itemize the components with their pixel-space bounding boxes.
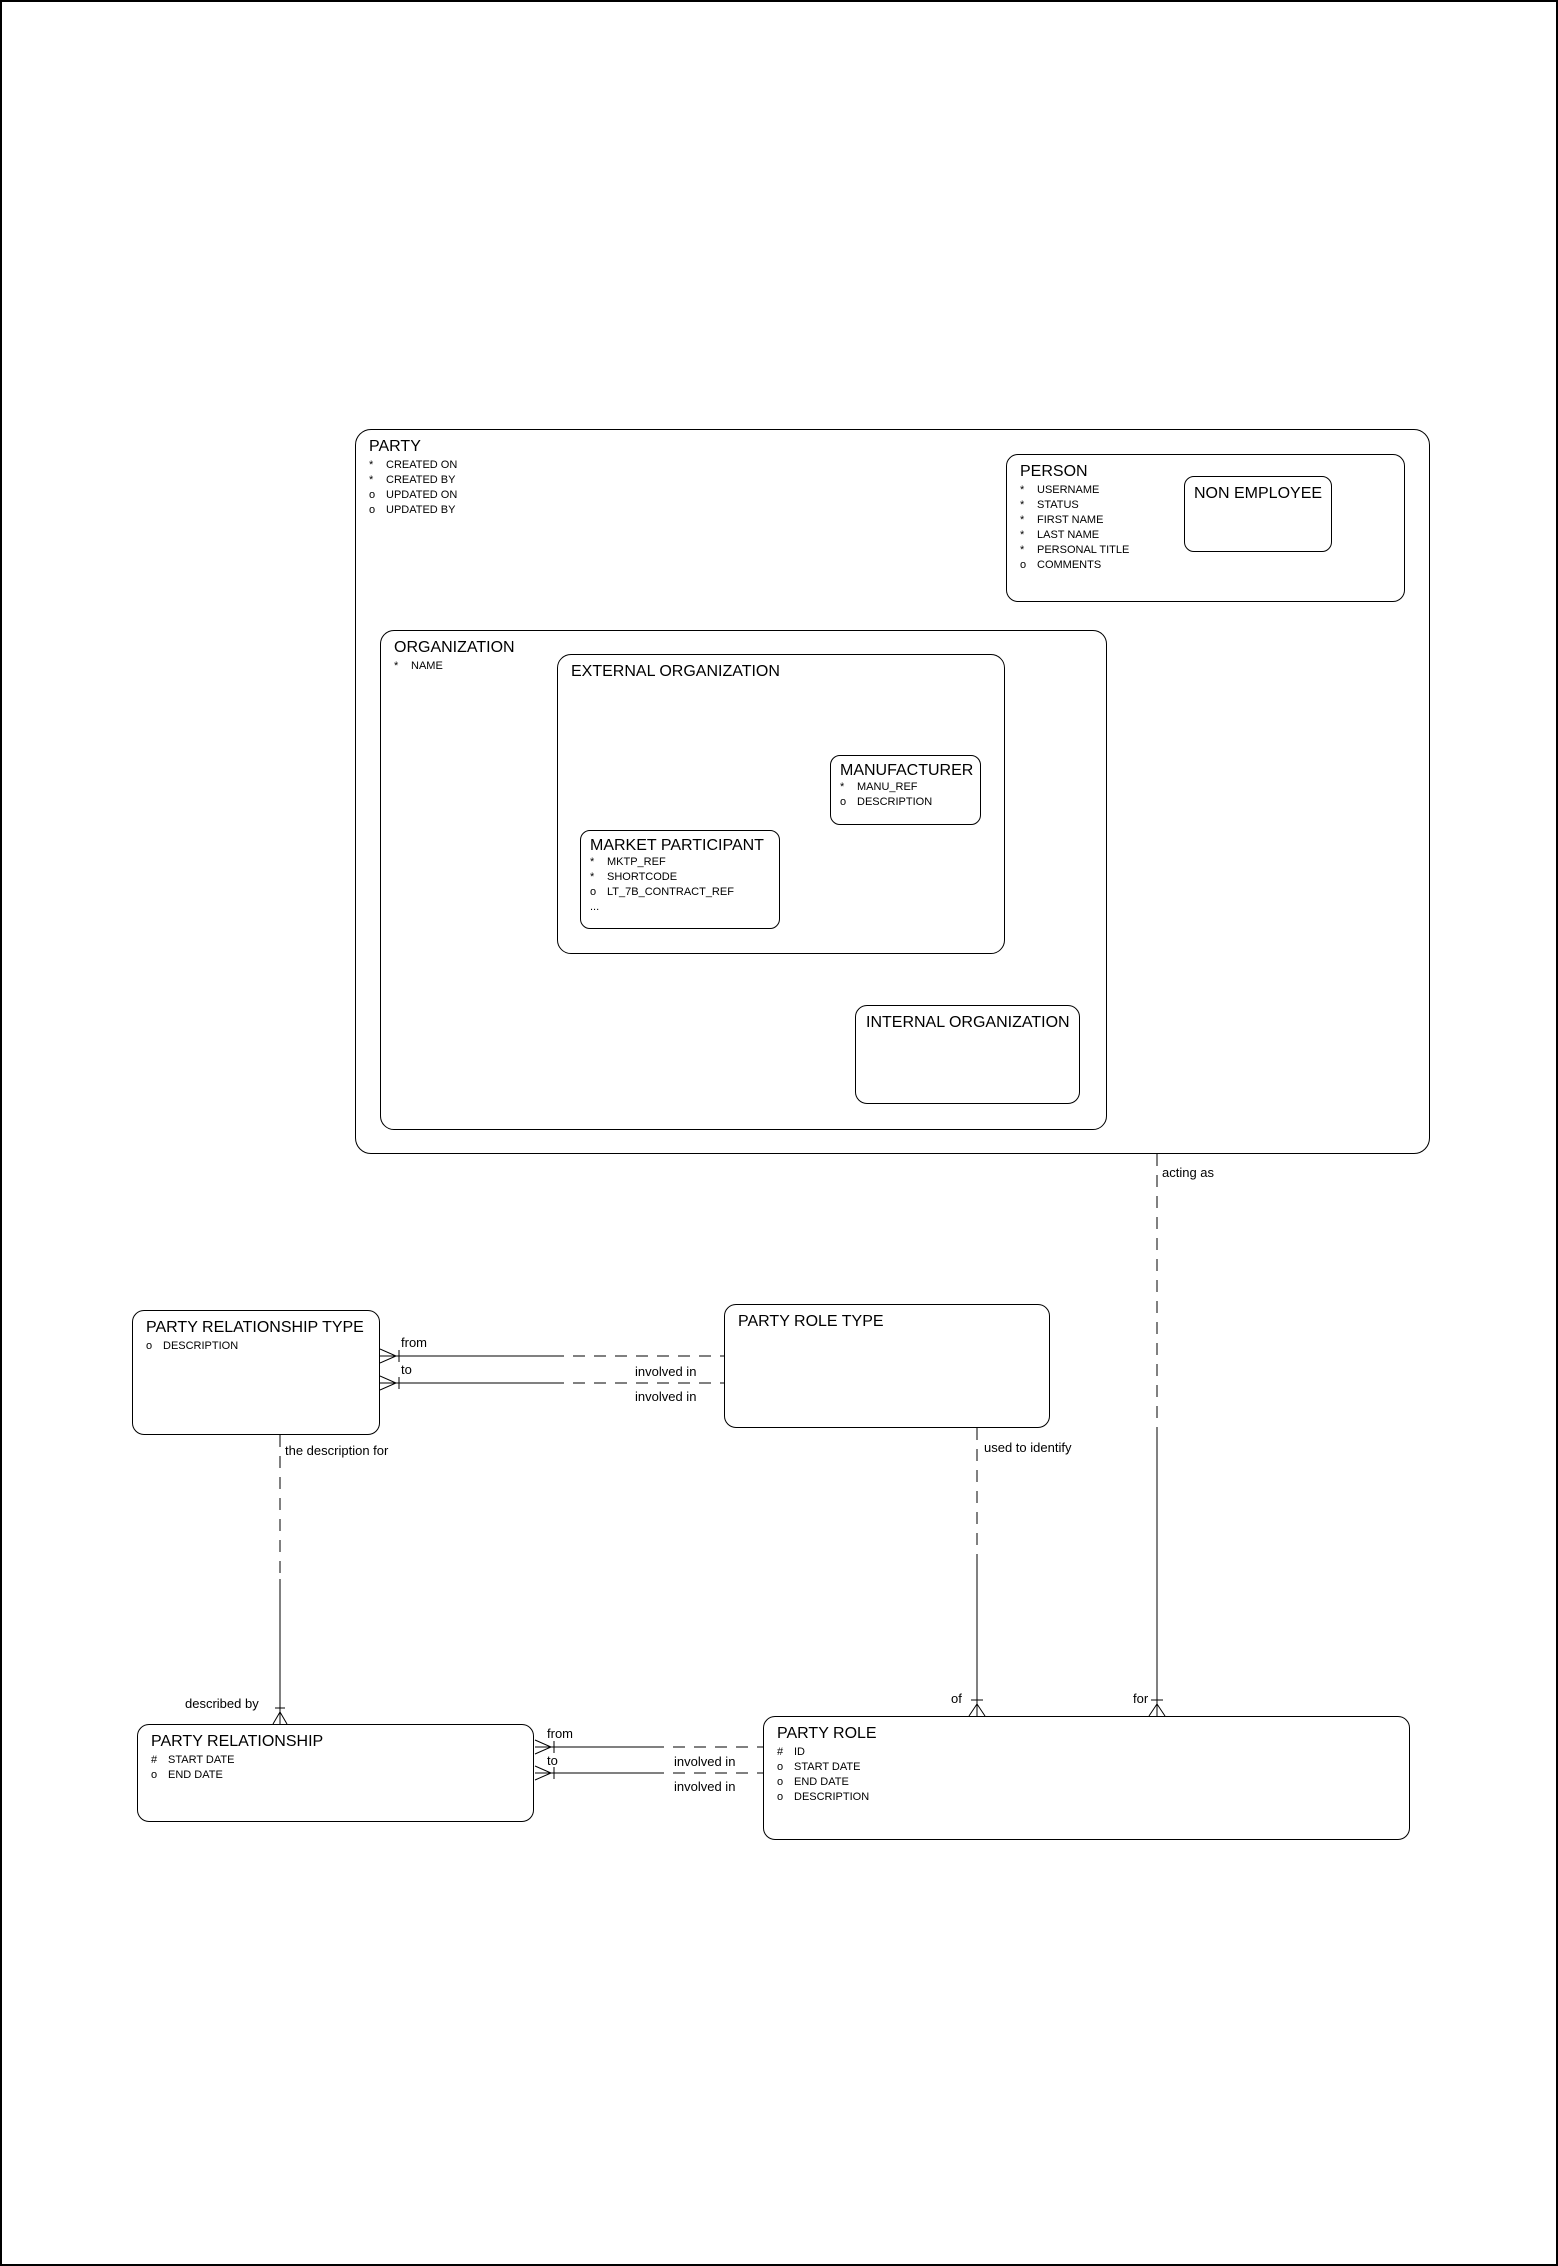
rel-line-identify bbox=[968, 1428, 986, 1717]
rel-label-to-role-pair: to bbox=[547, 1753, 558, 1768]
entity-manufacturer-title: MANUFACTURER bbox=[840, 762, 974, 779]
attribute-row: *NAME bbox=[394, 660, 443, 672]
entity-party-role-type: PARTY ROLE TYPE bbox=[724, 1304, 1050, 1428]
entity-market-participant-title: MARKET PARTICIPANT bbox=[590, 837, 764, 854]
attribute-row: *MANU_REF bbox=[840, 781, 918, 793]
rel-label-the-description-for: the description for bbox=[285, 1443, 389, 1458]
attribute-row: ... bbox=[590, 901, 600, 913]
rel-label-involved-in-a-type-pair: involved in bbox=[635, 1364, 697, 1379]
rel-label-from-type-pair: from bbox=[401, 1335, 427, 1350]
entity-party-relationship-title: PARTY RELATIONSHIP bbox=[151, 1733, 324, 1750]
rel-label-for: for bbox=[1133, 1691, 1149, 1706]
rel-line-role-from-involved-in bbox=[534, 1739, 763, 1755]
attribute-row: #ID bbox=[777, 1746, 805, 1758]
entity-external-organization-title: EXTERNAL ORGANIZATION bbox=[571, 663, 780, 680]
attribute-row: *MKTP_REF bbox=[590, 856, 666, 868]
rel-label-involved-in-a-role-pair: involved in bbox=[674, 1754, 736, 1769]
entity-non-employee: NON EMPLOYEE bbox=[1184, 476, 1332, 552]
rel-line-type-from-involved-in bbox=[379, 1348, 724, 1364]
entity-party-role-title: PARTY ROLE bbox=[777, 1725, 877, 1742]
entity-party-role-type-title: PARTY ROLE TYPE bbox=[738, 1313, 884, 1330]
rel-label-involved-in-b-role-pair: involved in bbox=[674, 1779, 736, 1794]
entity-person-title: PERSON bbox=[1020, 463, 1088, 480]
attribute-row: *CREATED BY bbox=[369, 474, 456, 486]
rel-line-acting-as bbox=[1148, 1154, 1166, 1717]
attribute-row: *PERSONAL TITLE bbox=[1020, 544, 1130, 556]
rel-label-described-by: described by bbox=[185, 1696, 259, 1711]
rel-label-involved-in-b-type-pair: involved in bbox=[635, 1389, 697, 1404]
entity-party-relationship-type-title: PARTY RELATIONSHIP TYPE bbox=[146, 1319, 364, 1336]
attribute-row: *CREATED ON bbox=[369, 459, 458, 471]
rel-line-description bbox=[272, 1435, 288, 1725]
rel-label-of: of bbox=[951, 1691, 962, 1706]
attribute-row: *FIRST NAME bbox=[1020, 514, 1104, 526]
attribute-row: *USERNAME bbox=[1020, 484, 1100, 496]
attribute-row: *STATUS bbox=[1020, 499, 1079, 511]
rel-label-to-type-pair: to bbox=[401, 1362, 412, 1377]
attribute-row: *SHORTCODE bbox=[590, 871, 678, 883]
entity-internal-organization: INTERNAL ORGANIZATION bbox=[855, 1005, 1080, 1104]
entity-internal-organization-title: INTERNAL ORGANIZATION bbox=[866, 1014, 1070, 1031]
attribute-row: #START DATE bbox=[151, 1754, 235, 1766]
entity-organization-title: ORGANIZATION bbox=[394, 639, 515, 656]
rel-label-from-role-pair: from bbox=[547, 1726, 573, 1741]
entity-person-attrs: *USERNAME *STATUS *FIRST NAME *LAST NAME *PE… bbox=[1007, 481, 1404, 573]
attribute-row: *LAST NAME bbox=[1020, 529, 1100, 541]
entity-non-employee-title: NON EMPLOYEE bbox=[1194, 485, 1323, 502]
rel-label-acting-as: acting as bbox=[1162, 1165, 1215, 1180]
entity-party-title: PARTY bbox=[369, 438, 421, 455]
entity-organization-attrs: *NAME bbox=[381, 657, 1106, 674]
rel-label-used-to-identify: used to identify bbox=[984, 1440, 1072, 1455]
